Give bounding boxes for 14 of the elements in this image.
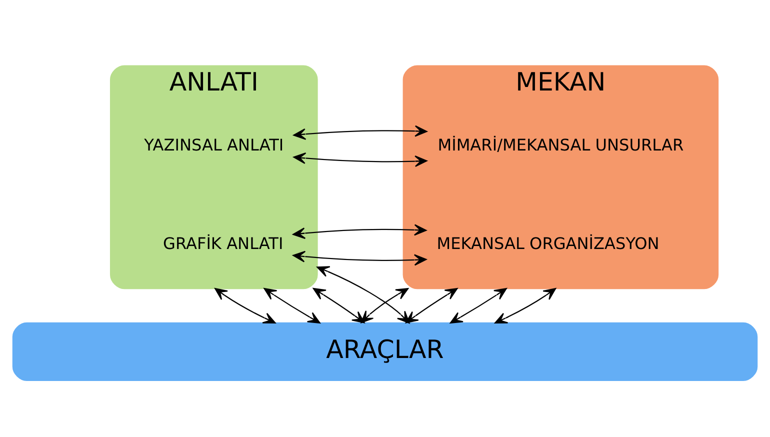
arrow: [214, 288, 276, 324]
node-box: ARAÇLAR: [12, 322, 758, 381]
node-text: MİMARİ/MEKANSAL UNSURLAR: [438, 135, 684, 154]
arrow: [494, 288, 556, 324]
node-text: GRAFİK ANLATI: [163, 234, 284, 254]
node-text: MEKANSAL ORGANİZASYON: [436, 234, 660, 254]
arrow: [292, 224, 427, 239]
arrow: [406, 288, 458, 324]
arrow: [293, 125, 428, 140]
arrow: [264, 288, 320, 324]
arrow: [293, 152, 428, 167]
node-text: YAZINSAL ANLATI: [144, 135, 284, 154]
arrow: [292, 250, 427, 266]
arrow: [450, 288, 507, 324]
